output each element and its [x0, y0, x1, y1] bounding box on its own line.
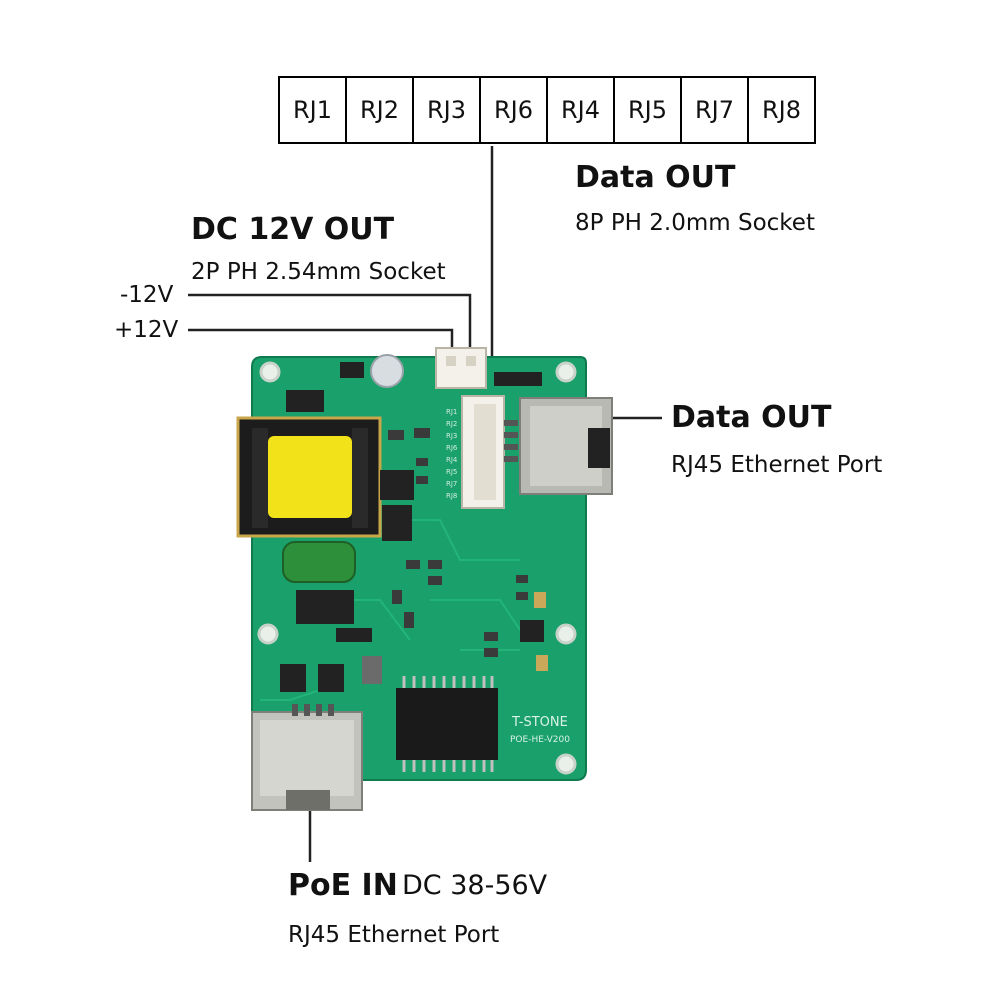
ethernet-magnetics-ic: [396, 676, 498, 772]
data-8p-connector: [461, 395, 505, 509]
poe-in-title: PoE IN: [288, 868, 398, 903]
leader-lines: [188, 146, 662, 862]
rj45-output-jack: [504, 397, 613, 495]
pin-label: RJ3: [414, 78, 481, 142]
pin-label: RJ6: [481, 78, 548, 142]
rj45-poe-input-jack: [251, 704, 363, 811]
silk-rj-label: RJ2: [446, 420, 457, 428]
data-out-socket-subtitle: 8P PH 2.0mm Socket: [575, 210, 815, 236]
bulk-capacitor: [282, 541, 356, 583]
dc-out-title: DC 12V OUT: [191, 212, 395, 247]
board-model: POE-HE-V200: [510, 735, 570, 745]
board-brand: T-STONE: [511, 715, 568, 730]
neg12v-leader: [188, 293, 472, 348]
silk-rj-label: RJ4: [446, 456, 458, 464]
silk-rj-label: RJ3: [446, 432, 457, 440]
dc-2p-connector: [435, 347, 487, 389]
data-out-socket-title: Data OUT: [575, 160, 736, 195]
pin-label: RJ2: [347, 78, 414, 142]
silk-rj-label: RJ5: [446, 468, 457, 476]
neg12v-label: -12V: [120, 282, 174, 308]
dc-out-subtitle: 2P PH 2.54mm Socket: [191, 259, 446, 285]
data-out-port-subtitle: RJ45 Ethernet Port: [671, 452, 883, 478]
pos12v-label: +12V: [114, 317, 179, 343]
transformer: [236, 416, 382, 538]
pin-label: RJ1: [280, 78, 347, 142]
electrolytic-capacitor: [370, 354, 404, 388]
silk-rj-label: RJ1: [446, 408, 457, 416]
mounting-holes: [257, 361, 577, 775]
pin-header-table: RJ1 RJ2 RJ3 RJ6 RJ4 RJ5 RJ7 RJ8: [278, 76, 816, 144]
pin-label: RJ5: [615, 78, 682, 142]
silk-rj-labels: RJ1 RJ2 RJ3 RJ6 RJ4 RJ5 RJ7 RJ8: [446, 408, 458, 500]
pcb: RJ1 RJ2 RJ3 RJ6 RJ4 RJ5 RJ7 RJ8 T-STONE …: [236, 347, 613, 811]
silk-rj-label: RJ7: [446, 480, 457, 488]
silk-rj-label: RJ8: [446, 492, 457, 500]
pin-label: RJ4: [548, 78, 615, 142]
ics: [280, 362, 544, 692]
pin-label: RJ8: [749, 78, 816, 142]
poe-in-subtitle: RJ45 Ethernet Port: [288, 922, 500, 948]
poe-in-voltage: DC 38-56V: [402, 870, 548, 901]
data-out-port-title: Data OUT: [671, 400, 832, 435]
pin-label: RJ7: [682, 78, 749, 142]
silk-rj-label: RJ6: [446, 444, 458, 452]
pos12v-leader: [188, 328, 454, 348]
